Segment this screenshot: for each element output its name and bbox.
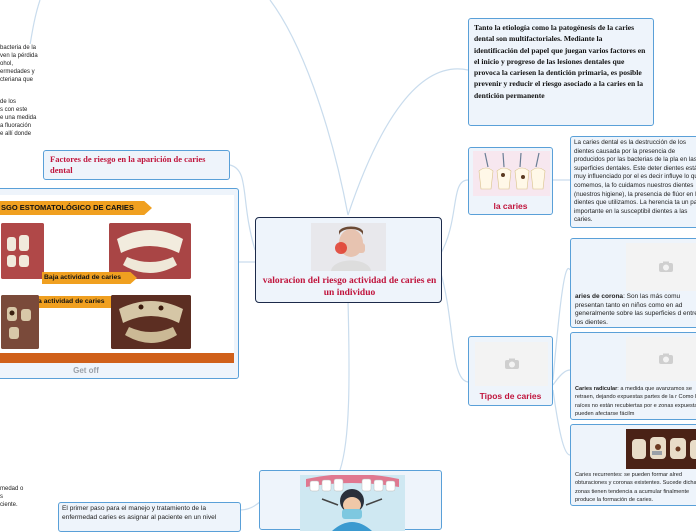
left-text-bottom-line-3: ciente. <box>0 502 18 508</box>
left-text-top-line-2: ven la pérdida <box>0 53 38 59</box>
left-text-bottom-line-1: medad o <box>0 486 24 492</box>
image-placeholder-icon <box>626 337 696 381</box>
caries-radicular-body: : a medida que avanzamos se retraen, dej… <box>575 386 696 418</box>
caries-corona-title: aries de corona <box>575 293 624 300</box>
tipos-caries-node[interactable]: Tipos de caries <box>468 336 553 406</box>
left-text-bottom: medad o s ciente. <box>0 485 30 515</box>
low-risk-photo-left <box>1 223 44 279</box>
caries-radicular-title: Caries radicular <box>575 386 618 392</box>
left-text-top-line-11: a fluoración <box>0 123 32 129</box>
manejo-tratamiento-text: El primer paso para el manejo y tratamie… <box>62 505 217 521</box>
left-text-top-line-6 <box>0 84 40 92</box>
la-caries-label: la caries <box>493 201 528 211</box>
caries-corona-body: : Son las más comu presentan tanto en ni… <box>575 293 696 326</box>
central-title: valoracion del riesgo actividad de carie… <box>262 276 437 298</box>
etiology-note[interactable]: Tanto la etiología como la patogénesis d… <box>468 18 654 126</box>
low-risk-photo-right <box>109 223 191 279</box>
caries-corona-card[interactable]: aries de corona: Son las más comu presen… <box>570 238 696 328</box>
panel-footer-bar <box>0 353 234 363</box>
manejo-tratamiento-note[interactable]: El primer paso para el manejo y tratamie… <box>58 502 241 532</box>
image-placeholder-icon <box>475 342 548 386</box>
riesgo-banner: SGO ESTOMATOLÓGICO DE CARIES <box>0 201 152 215</box>
left-text-top-line-9: s con este <box>0 107 28 113</box>
toothache-woman-image <box>311 223 386 271</box>
left-text-top-line-3: ohol, <box>0 61 14 67</box>
caries-definition-text: La caries dental es la destrucción de lo… <box>574 139 696 224</box>
left-text-top-line-1: bacteria de la <box>0 45 37 51</box>
left-text-top: bacteria de la ven la pérdida ohol, erme… <box>0 44 40 137</box>
panel-inner: SGO ESTOMATOLÓGICO DE CARIES Baja activi… <box>0 195 234 358</box>
left-text-top-line-5: cteriana que <box>0 77 34 83</box>
factores-riesgo-node[interactable]: Factores de riesgo en la aparición de ca… <box>43 150 230 180</box>
left-text-bottom-line-2: s <box>0 494 3 500</box>
alta-actividad-tag: Alta actividad de caries <box>27 296 122 308</box>
high-risk-photo-left <box>1 295 39 349</box>
left-text-top-line-4: ermedades y <box>0 69 35 75</box>
left-text-top-line-12: e allí donde <box>0 131 32 137</box>
left-text-top-line-8: de los <box>0 99 17 105</box>
etiology-note-text: Tanto la etiología como la patogénesis d… <box>474 23 646 100</box>
caries-radicular-card[interactable]: Caries radicular: a medida que avanzamos… <box>570 332 696 420</box>
alta-actividad-label: Alta actividad de caries <box>29 298 105 305</box>
panel-footer-label[interactable]: Get off <box>73 366 99 375</box>
riesgo-banner-label: SGO ESTOMATOLÓGICO DE CARIES <box>1 203 134 212</box>
baja-actividad-tag: Baja actividad de caries <box>42 272 137 284</box>
dentist-illustration <box>300 475 405 531</box>
dentist-image-node[interactable] <box>259 470 442 531</box>
caries-corona-text: aries de corona: Son las más comu presen… <box>575 293 696 327</box>
recurrent-caries-photo <box>626 429 696 469</box>
left-text-top-line-10: e una medida <box>0 115 37 121</box>
riesgo-estomatologico-panel[interactable]: SGO ESTOMATOLÓGICO DE CARIES Baja activi… <box>0 188 239 379</box>
tipos-caries-label: Tipos de caries <box>479 391 542 401</box>
caries-radicular-text: Caries radicular: a medida que avanzamos… <box>575 385 696 419</box>
factores-riesgo-label: Factores de riesgo en la aparición de ca… <box>50 154 206 175</box>
image-placeholder-icon <box>626 243 696 291</box>
caries-recurrentes-card[interactable]: Caries recurrentes: se pueden formar alr… <box>570 424 696 506</box>
caries-teeth-illustration <box>473 151 550 196</box>
caries-recurrentes-text: Caries recurrentes: se pueden formar alr… <box>575 472 696 504</box>
high-risk-photo-right <box>111 295 191 349</box>
caries-definition[interactable]: La caries dental es la destrucción de lo… <box>570 136 696 228</box>
la-caries-node[interactable]: la caries <box>468 147 553 215</box>
baja-actividad-label: Baja actividad de caries <box>44 274 122 281</box>
central-node[interactable]: valoracion del riesgo actividad de carie… <box>255 217 442 303</box>
